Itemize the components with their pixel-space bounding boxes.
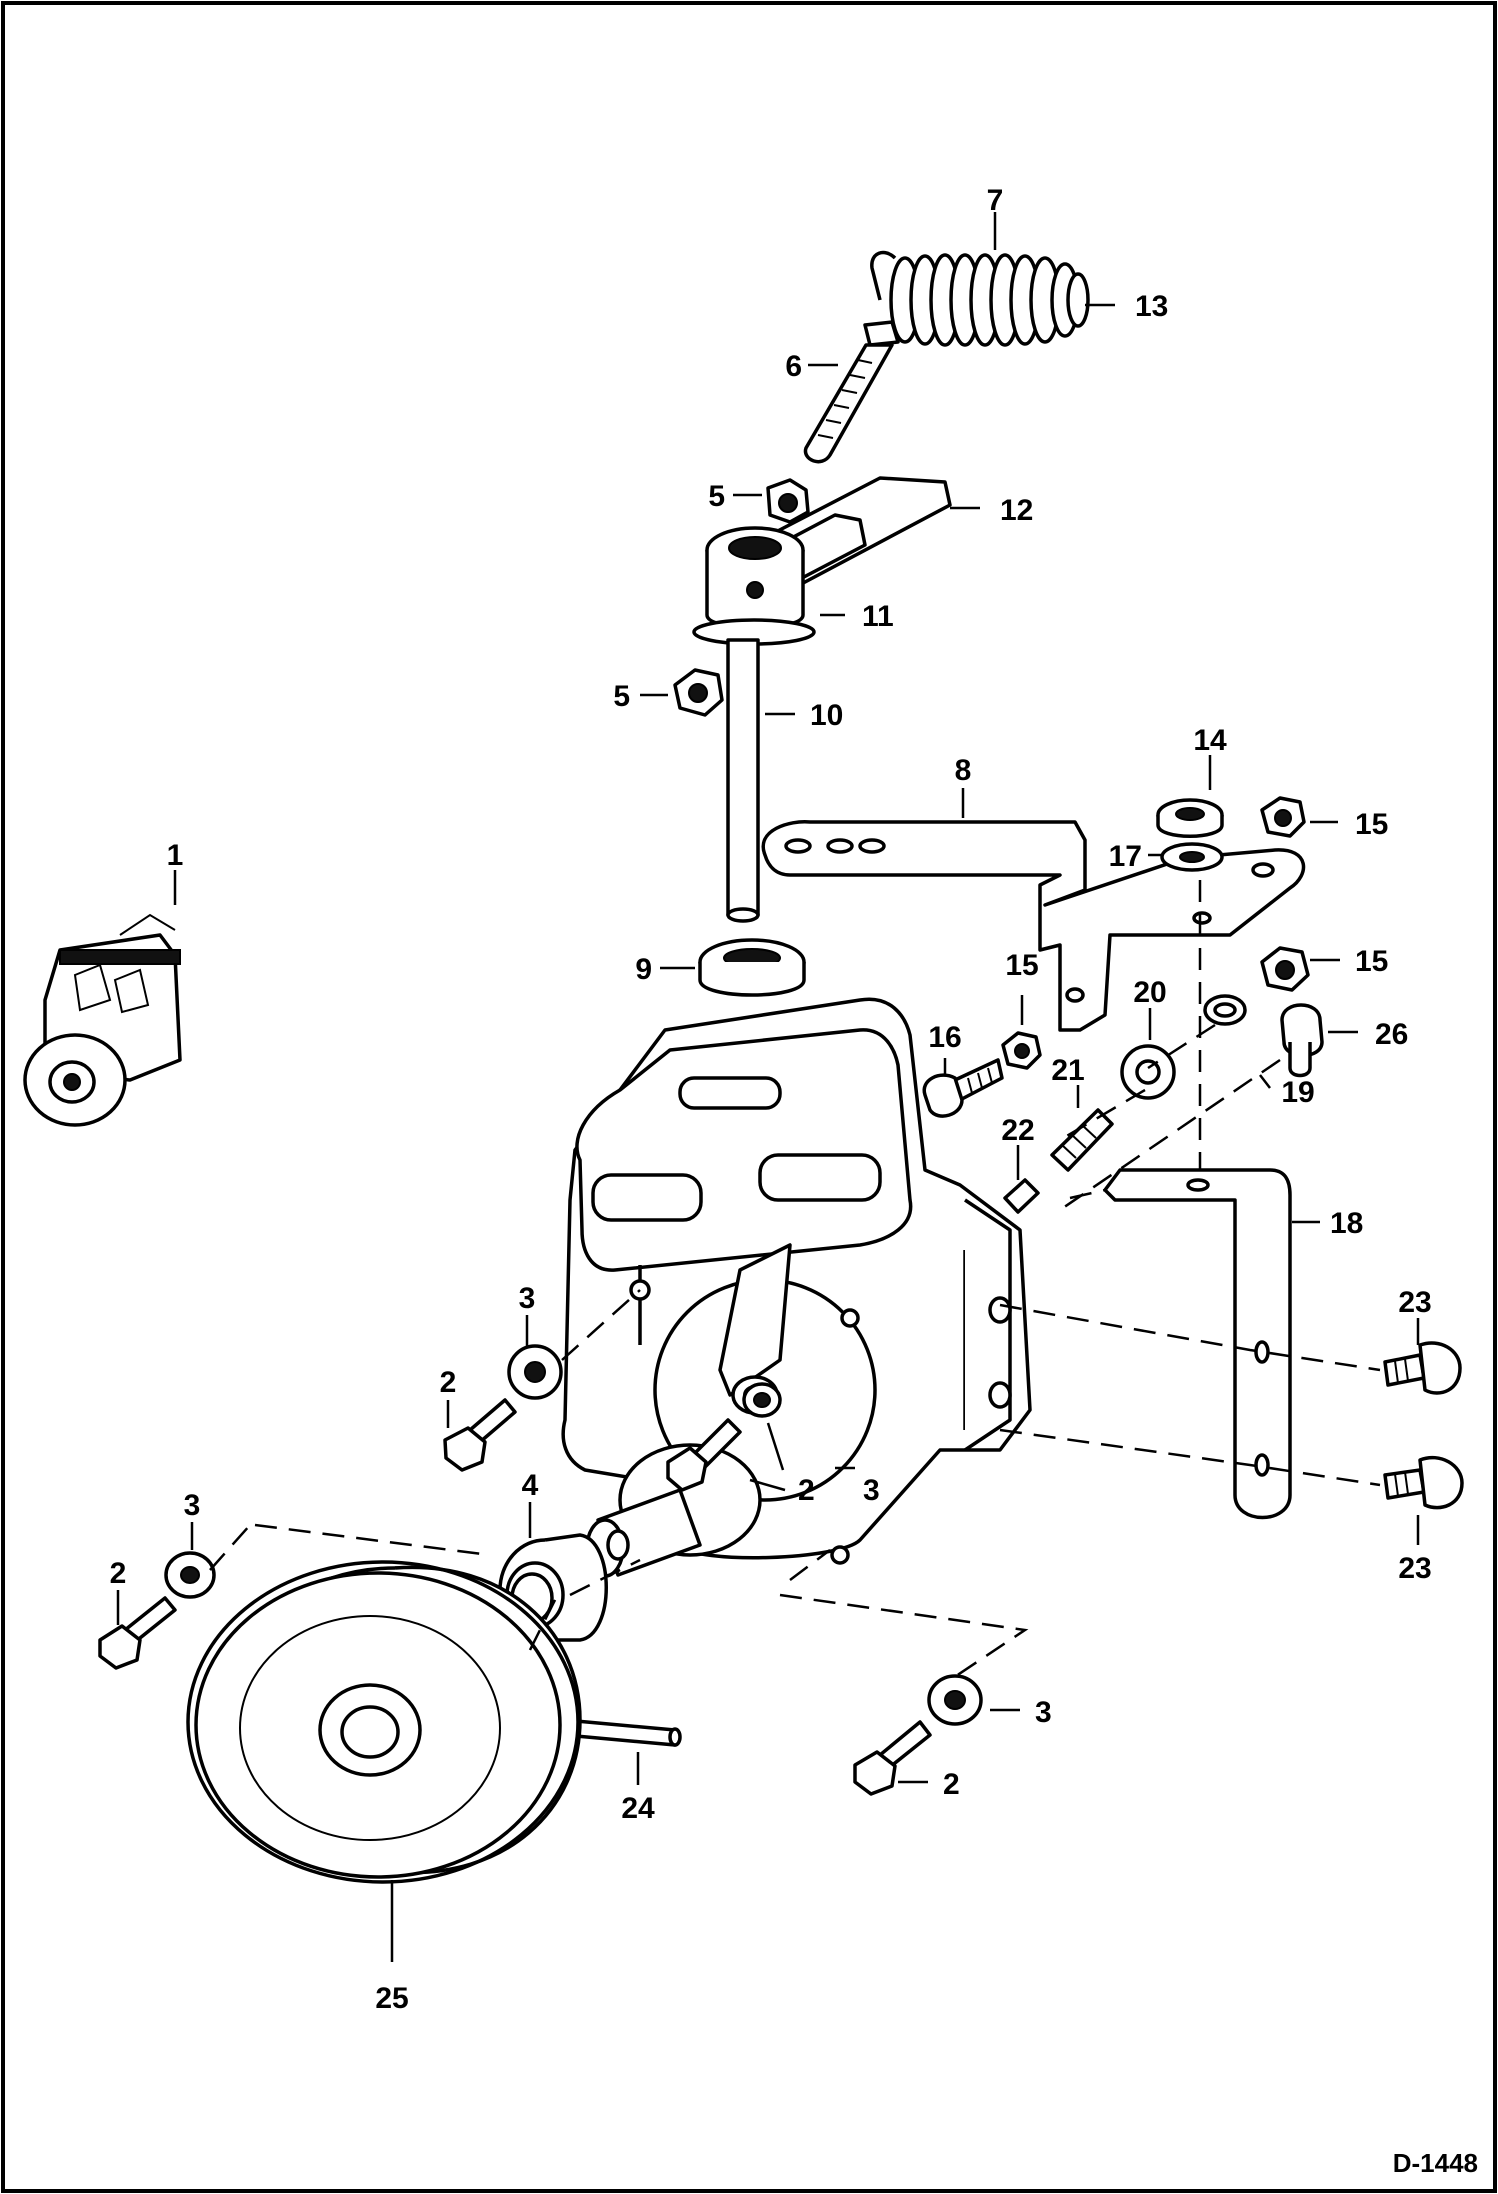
washer-part-3-housing [742, 1382, 782, 1418]
washer-part-3-lower [927, 1674, 983, 1726]
nut-part-15b [1260, 946, 1310, 992]
shaft-part [726, 638, 760, 923]
bolt-part-23a [1383, 1341, 1462, 1395]
washer-part-shaft [698, 938, 806, 997]
assembly-lines [209, 880, 1381, 1682]
callout-2-shaft: 2 [798, 1474, 815, 1507]
callout-2-housing: 2 [440, 1366, 457, 1399]
callout-15-right: 15 [1355, 945, 1388, 978]
callout-16: 16 [928, 1021, 961, 1054]
callout-3-lower: 3 [1035, 1696, 1052, 1729]
spring-part [870, 250, 1090, 347]
nut-part-15a [1260, 796, 1306, 838]
callout-7: 7 [987, 184, 1004, 217]
nut-part-14 [1156, 798, 1224, 838]
callout-19: 19 [1281, 1076, 1314, 1109]
callout-20: 20 [1133, 976, 1166, 1009]
callout-4: 4 [522, 1469, 539, 1502]
callout-6: 6 [785, 350, 802, 383]
callout-11: 11 [862, 600, 894, 633]
bolt-part-2-lower [853, 1720, 932, 1796]
callout-24: 24 [621, 1792, 655, 1825]
callout-3-shaft: 3 [863, 1474, 880, 1507]
callout-8: 8 [955, 754, 972, 787]
callout-labels: 7 13 6 5 12 11 5 10 14 8 15 17 1 9 15 15… [110, 184, 1432, 2015]
washer-part-20 [1120, 1044, 1176, 1100]
callout-1: 1 [167, 839, 184, 872]
bolt-part-2-housing [666, 1418, 742, 1492]
bolt-part-23b [1383, 1455, 1464, 1510]
callout-3-housing: 3 [519, 1282, 536, 1315]
drawing-number: D-1448 [1393, 2148, 1478, 2178]
callout-5-lower: 5 [613, 680, 630, 713]
callout-18: 18 [1330, 1207, 1363, 1240]
washer-part-3-pulley [164, 1551, 216, 1599]
callout-21: 21 [1051, 1054, 1084, 1087]
callout-3-pulley: 3 [184, 1489, 201, 1522]
bolt-part-16 [922, 1058, 1004, 1118]
callout-23-lower: 23 [1398, 1552, 1431, 1585]
lever-arm-part [692, 476, 952, 646]
callout-25: 25 [375, 1982, 408, 2015]
callout-14: 14 [1193, 724, 1227, 757]
washer-part-3-left [507, 1344, 563, 1400]
nut-part-upper [766, 478, 810, 524]
callout-26: 26 [1375, 1018, 1408, 1051]
callout-9: 9 [635, 953, 652, 986]
callout-15-center: 15 [1005, 949, 1038, 982]
callout-13: 13 [1135, 290, 1168, 323]
callout-23-upper: 23 [1398, 1286, 1431, 1319]
lower-bracket-part [1103, 1168, 1292, 1520]
pulley-part [186, 1560, 582, 1884]
setscrew-part-21 [1050, 1108, 1114, 1172]
assembly-thumbnail [23, 913, 182, 1127]
washer-part-19-hole [1213, 1002, 1237, 1018]
nut-part-15c [1001, 1031, 1042, 1070]
key-part [563, 1718, 682, 1747]
bolt-part-2-left [443, 1398, 517, 1472]
callout-12: 12 [1000, 494, 1033, 527]
plug-part-26 [1280, 1003, 1324, 1078]
bolt-part-2-pulley [98, 1596, 177, 1670]
nut-part-lower [673, 668, 724, 717]
eyebolt-part [803, 320, 900, 464]
upper-bracket-part [761, 820, 1306, 1032]
washer-part-17 [1160, 842, 1224, 872]
callout-2-pulley: 2 [110, 1557, 127, 1590]
callout-2-lower: 2 [943, 1768, 960, 1801]
callout-10: 10 [810, 699, 843, 732]
callout-17: 17 [1109, 840, 1142, 873]
callout-5-upper: 5 [708, 480, 725, 513]
leader-lines [116, 212, 1420, 1962]
callout-22: 22 [1001, 1114, 1034, 1147]
callout-15-top: 15 [1355, 808, 1388, 841]
setscrew-part-22 [1003, 1178, 1040, 1214]
